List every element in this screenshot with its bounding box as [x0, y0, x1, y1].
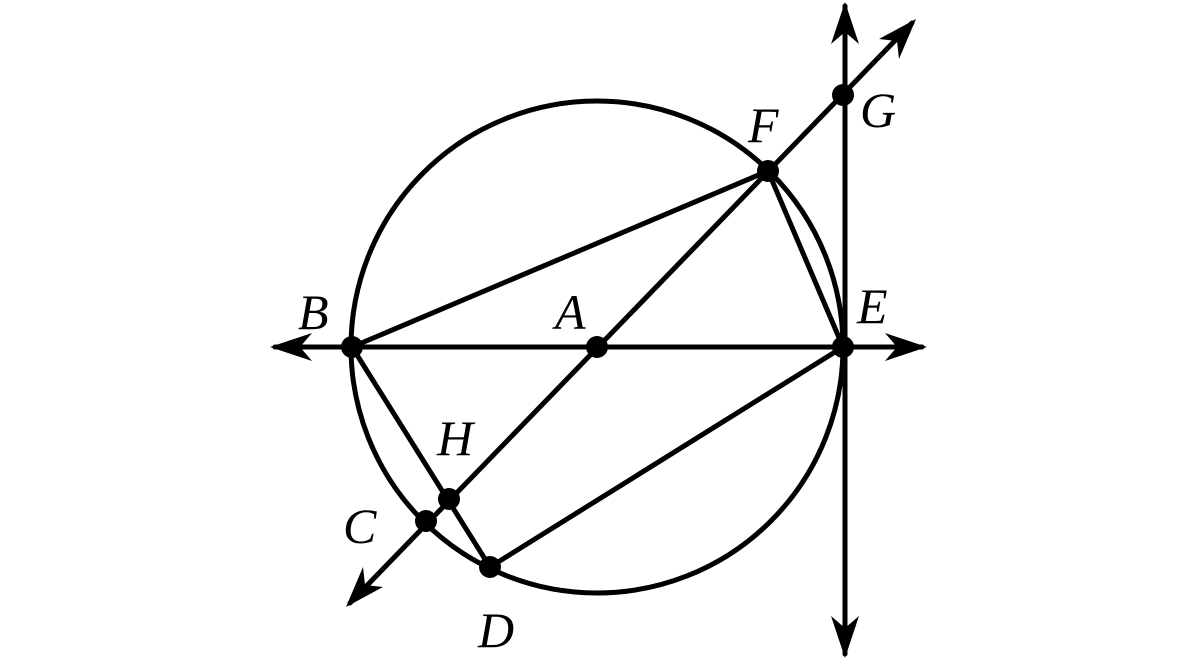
label-H: H	[436, 410, 476, 466]
point-C	[415, 510, 437, 532]
point-G	[832, 84, 854, 106]
segment-DE	[487, 344, 846, 570]
label-D: D	[477, 602, 514, 658]
segment-BF	[349, 168, 771, 350]
label-G: G	[860, 82, 896, 138]
point-D	[479, 556, 501, 578]
segment-FE	[765, 168, 846, 350]
point-H	[438, 488, 460, 510]
arrowhead-bottom	[831, 616, 859, 658]
arrowhead-top	[831, 2, 859, 44]
segment-BD	[349, 344, 493, 570]
point-A	[586, 336, 608, 358]
label-A: A	[552, 284, 586, 340]
arrowhead-right	[885, 333, 927, 361]
label-C: C	[343, 498, 377, 554]
label-E: E	[856, 278, 888, 334]
point-E	[832, 336, 854, 358]
label-B: B	[298, 284, 329, 340]
arrowhead-upper-right	[879, 19, 916, 59]
label-F: F	[747, 97, 779, 153]
arrowhead-lower-left	[346, 567, 383, 607]
arrowhead-left	[270, 333, 312, 361]
point-B	[341, 336, 363, 358]
point-F	[757, 160, 779, 182]
